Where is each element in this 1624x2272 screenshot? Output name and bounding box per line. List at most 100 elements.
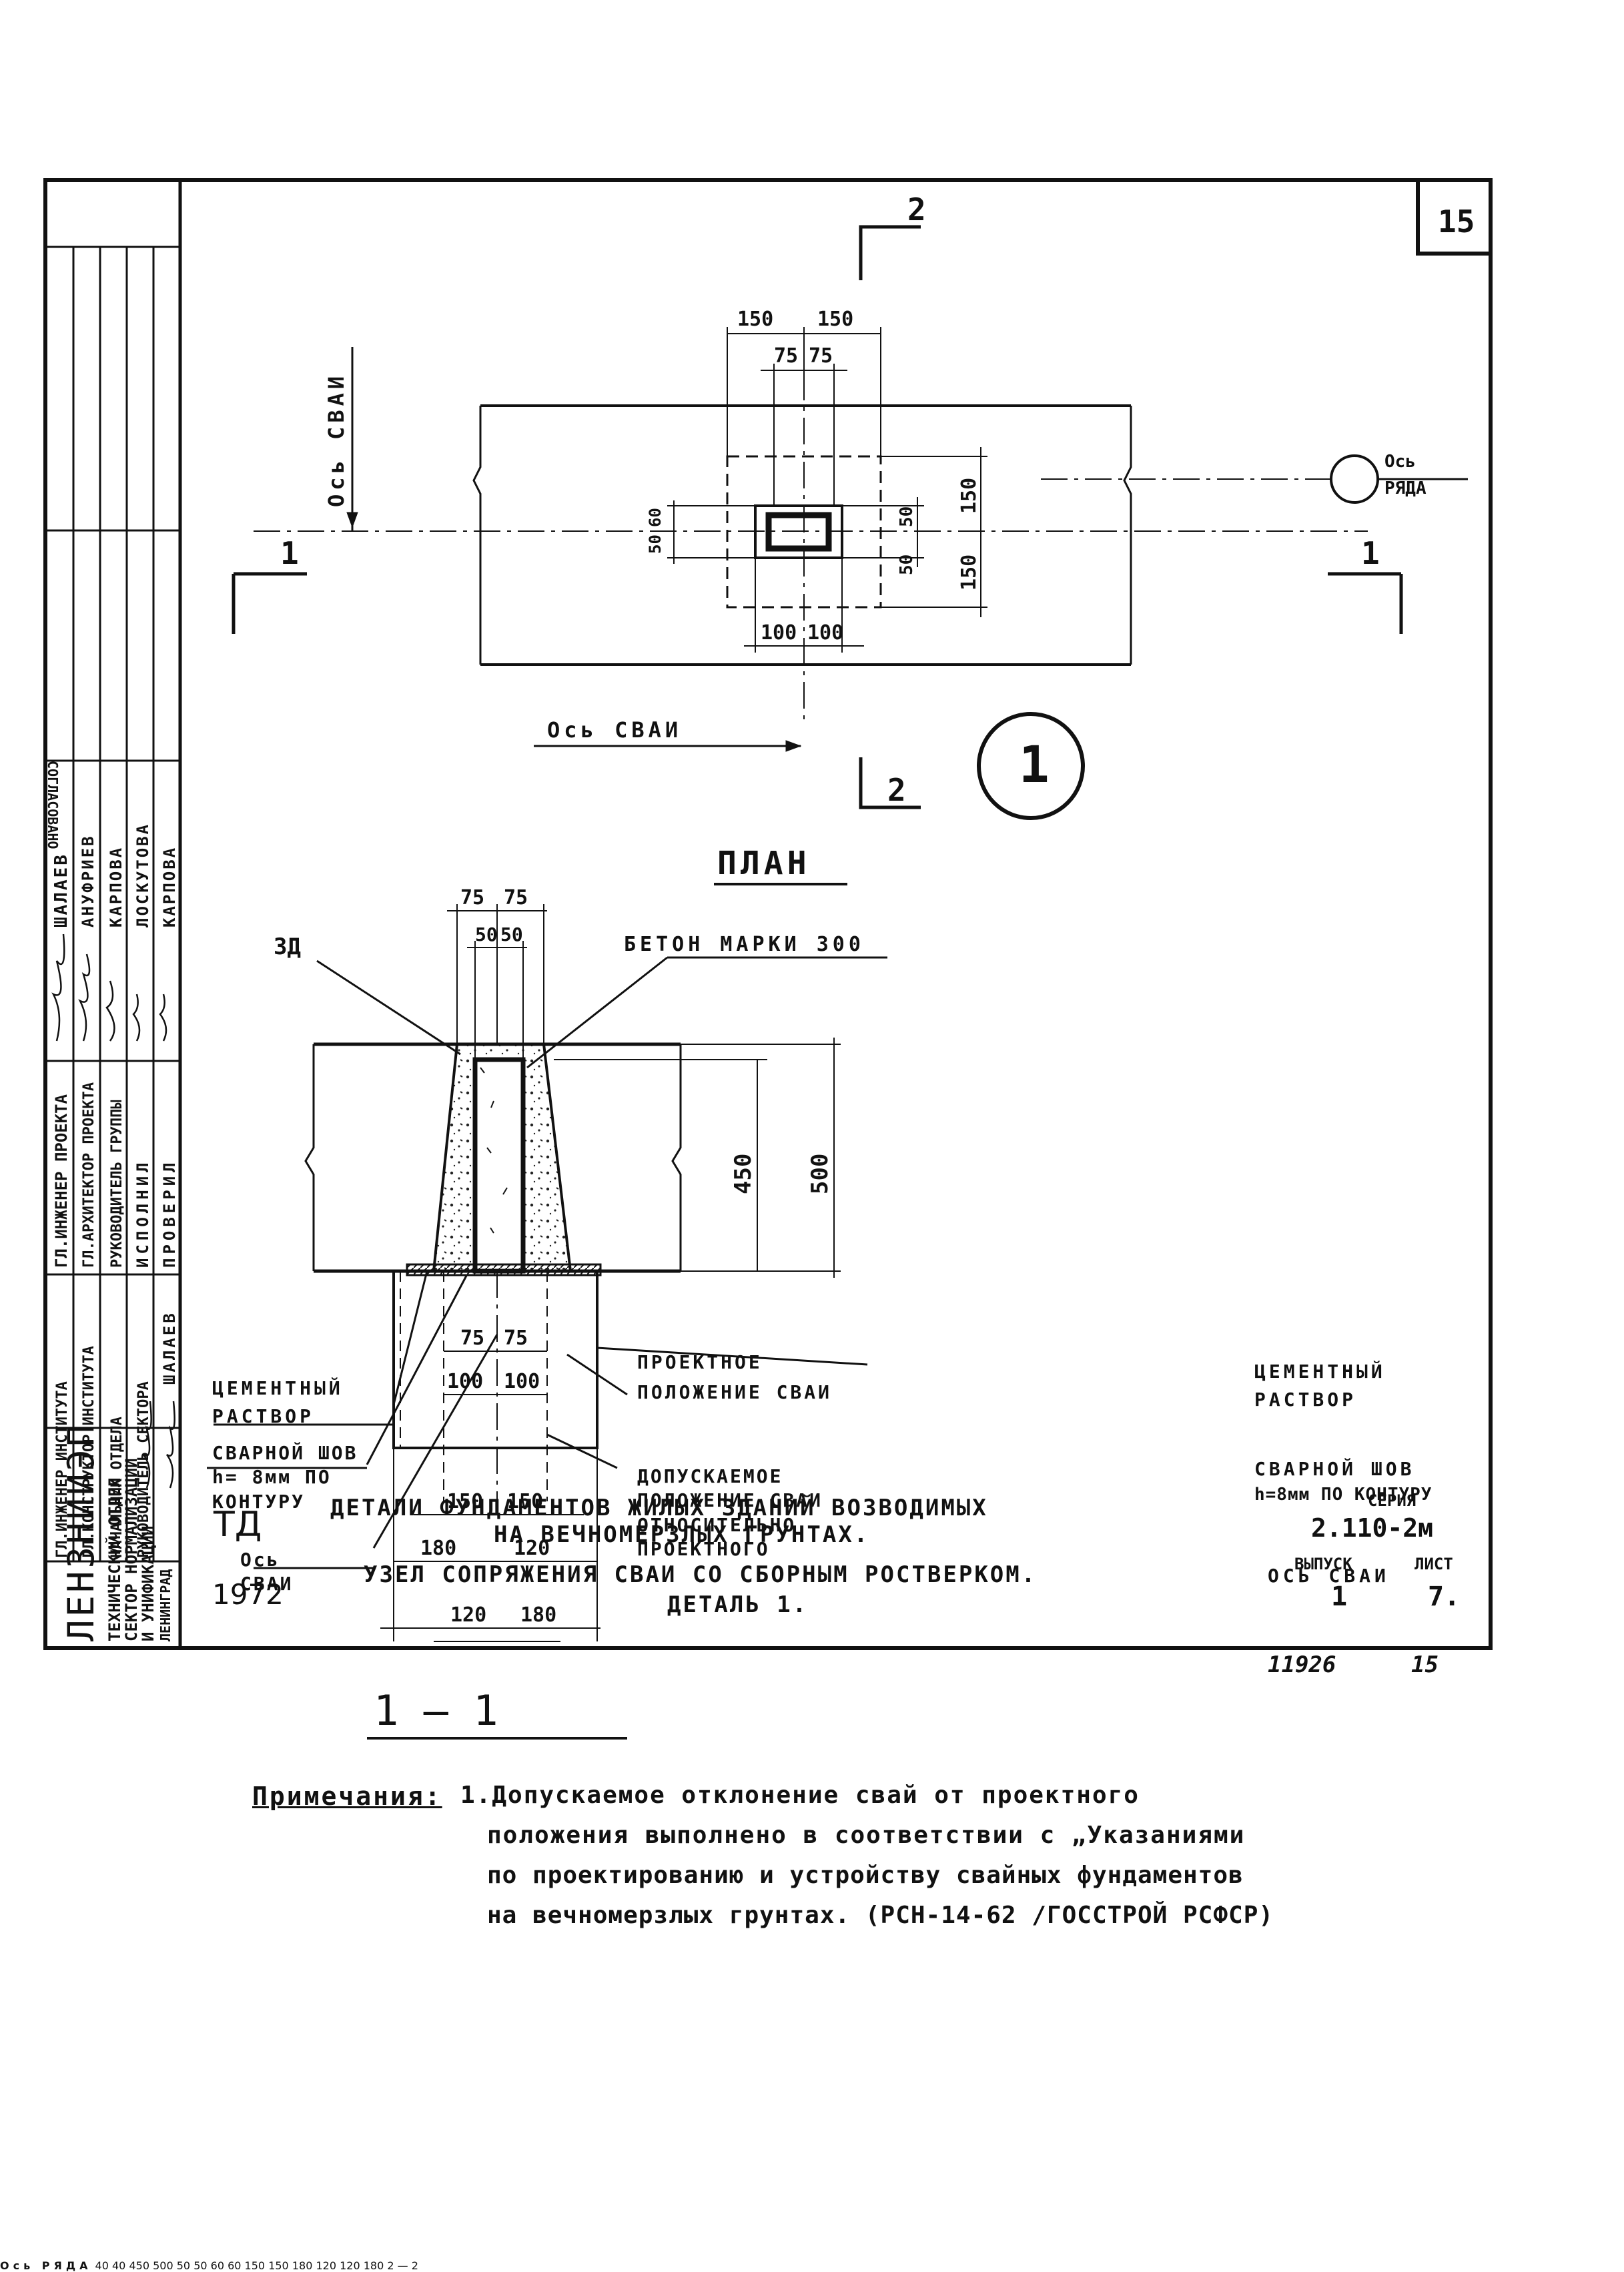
s1-dim-m100a: 100 — [447, 1370, 483, 1393]
tb-title-1: ДЕТАЛИ ФУНДАМЕНТОВ ЖИЛЫХ ЗДАНИЙ ВОЗВОДИМ… — [330, 1495, 988, 1521]
plan-dim-75b: 75 — [809, 344, 833, 368]
weld-label-2a: СВАРНОЙ ШОВ — [1254, 1458, 1415, 1480]
cement-label-1a: ЦЕМЕНТНЫЙ РАСТВОР — [212, 1377, 344, 1427]
section-2-2-texts: Ось РЯДА 40 40 450 500 50 50 60 60 150 1… — [0, 2259, 418, 2272]
s1-dim-b180b: 180 — [520, 1603, 556, 1627]
s1-dim-m100b: 100 — [504, 1370, 540, 1393]
axis-label-1: Ось СВАИ — [240, 1549, 294, 1595]
plan-title: ПЛАН — [717, 845, 811, 882]
sidebar-role-3: НАЧАЛЬНИК ОТДЕЛА — [109, 1417, 125, 1558]
plan-axis-pile-horizontal: Ось СВАИ — [547, 717, 682, 743]
sidebar-role2-2: ГЛ.АРХИТЕКТОР ПРОЕКТА — [81, 1082, 97, 1268]
sidebar-role2-3: РУКОВОДИТЕЛЬ ГРУППЫ — [109, 1100, 125, 1268]
tb-series-value: 2.110-2м — [1311, 1513, 1434, 1543]
s1-dim-h500: 500 — [807, 1154, 833, 1194]
s1-dim-b120b: 120 — [450, 1603, 486, 1627]
s2-dim-h450: 450 — [129, 2259, 149, 2272]
s1-dim-b180a: 180 — [420, 1537, 456, 1560]
s2-dim-m60b: 60 — [228, 2259, 242, 2272]
sidebar-texts: ЛЕНЗНИИЭП ТЕХНИЧЕСКИЙ ОТДЕЛ СЕКТОР НОРМА… — [45, 761, 179, 1641]
plan-dim-100b: 100 — [807, 621, 843, 645]
s2-dim-b180a: 180 — [292, 2259, 313, 2272]
plan-section-2-bottom: 2 — [887, 772, 906, 808]
design-position-label: ПРОЕКТНОЕ ПОЛОЖЕНИЕ СВАИ — [637, 1351, 833, 1403]
s2-dim-m50b: 50 — [193, 2259, 208, 2272]
s2-axis-row: Ось РЯДА — [0, 2259, 92, 2272]
s2-dim-b120b: 120 — [340, 2259, 360, 2272]
sidebar-role2-5: ПРОВЕРИЛ — [160, 1158, 179, 1268]
sidebar-role2-1: ГЛ.ИНЖЕНЕР ПРОЕКТА — [52, 1094, 71, 1268]
s2-dim-b120a: 120 — [316, 2259, 337, 2272]
tb-subtitle-2: ДЕТАЛЬ 1. — [667, 1591, 809, 1618]
allowed-position-label: ДОПУСКАЕМОЕ ПОЛОЖЕНИЕ СВАИ ОТНОСИТЕЛЬНО … — [637, 1465, 823, 1561]
notes-line-4: на вечномерзлых грунтах. (РСН-14-62 /ГОС… — [487, 1902, 1274, 1929]
tb-series-label: СЕРИЯ — [1368, 1491, 1416, 1510]
s1-dim-m75b: 75 — [504, 1327, 528, 1350]
section-1-1 — [207, 904, 887, 1740]
sidebar-role-2: ГЛ.КОНСТРУКТОР ИНСТИТУТА — [81, 1346, 97, 1558]
dept-line-1: ТЕХНИЧЕСКИЙ ОТДЕЛ — [105, 1477, 124, 1641]
notes-heading: Примечания: — [252, 1782, 442, 1811]
weld-label-1: СВАРНОЙ ШОВ h= 8мм ПО КОНТУРУ — [212, 1442, 358, 1513]
tb-org: ТД — [214, 1505, 262, 1545]
plan-section-1-left: 1 — [280, 535, 299, 571]
dept-line-4: ЛЕНИНГРАД — [157, 1569, 173, 1641]
plan-dim-150b: 150 — [817, 308, 853, 331]
s1-dim-top50b: 50 — [500, 923, 523, 945]
s2-dim-top40a: 40 — [95, 2259, 109, 2272]
notes-line-3: по проектированию и устройству свайных ф… — [487, 1862, 1244, 1889]
plan-dim-150v1: 150 — [957, 478, 981, 514]
plan-axis-row-2: РЯДА — [1384, 478, 1427, 498]
plan-dim-60: 60 — [646, 508, 665, 527]
dept-line-2: СЕКТОР НОРМАЛИЗАЦИИ — [122, 1458, 141, 1641]
plan-view — [232, 225, 1468, 820]
plan-dim-100a: 100 — [761, 621, 797, 645]
plan-texts: 150 150 75 75 100 100 150 150 50 50 50 6… — [280, 192, 1427, 885]
s1-dim-m75a: 75 — [460, 1327, 484, 1350]
sidebar-name2-4: ЛОСКУТОВА — [133, 823, 152, 927]
tb-title-2: НА ВЕЧНОМЕРЗЛЫХ ГРУНТАХ. — [494, 1521, 870, 1548]
s2-dim-top40b: 40 — [112, 2259, 126, 2272]
s1-dim-b120a: 120 — [514, 1537, 550, 1560]
s1-dim-b150b: 150 — [507, 1490, 543, 1513]
plan-axis-pile-vertical: Ось СВАИ — [324, 372, 349, 507]
plan-dim-50r2: 50 — [897, 554, 917, 575]
archive-number: 11926 — [1268, 1651, 1336, 1678]
plan-dim-50l: 50 — [646, 534, 665, 554]
tb-sheet-label: ЛИСТ — [1414, 1555, 1453, 1573]
sidebar-grid — [45, 246, 180, 1563]
plan-dim-150a: 150 — [737, 308, 773, 331]
sidebar-name2-1: ШАЛАЕВ — [51, 853, 71, 927]
sidebar-name2-5: КАРПОВА — [160, 846, 179, 927]
signatures — [51, 933, 175, 1489]
weld-label-2b: h=8мм ПО КОНТУРУ — [1254, 1485, 1433, 1505]
sheet-number: 15 — [1438, 204, 1475, 240]
section-1-1-texts: 75 75 50 50 450 500 75 75 100 100 150 15… — [274, 886, 861, 1735]
s1-dim-top50a: 50 — [475, 923, 498, 945]
s2-title: 2 — 2 — [387, 2259, 418, 2272]
sidebar-name2-2: АНУФРИЕВ — [79, 834, 97, 927]
s1-label-3d: 3Д — [274, 933, 301, 960]
sidebar-role-1: ГЛ.ИНЖЕНЕР ИНСТИТУТА — [54, 1381, 71, 1558]
tb-issue-label: ВЫПУСК — [1294, 1555, 1352, 1573]
s2-dim-h500: 500 — [153, 2259, 173, 2272]
dept-line-3: И УНИФИКАЦИИ — [139, 1526, 157, 1641]
axis-label-2: ОСЬ СВАИ — [1268, 1565, 1390, 1587]
plan-axis-row-1: Ось — [1384, 452, 1416, 472]
sheet-frame — [43, 178, 1493, 1650]
archive-page: 15 — [1411, 1651, 1439, 1678]
cement-label-2: ЦЕМЕНТНЫЙ РАСТВОР — [1254, 1361, 1386, 1411]
s2-dim-b150b: 150 — [268, 2259, 289, 2272]
plan-dim-150v2: 150 — [957, 554, 981, 591]
tb-issue-value: 1 — [1331, 1581, 1348, 1612]
institute-name: ЛЕНЗНИИЭП — [60, 1422, 102, 1641]
s2-dim-b150a: 150 — [244, 2259, 266, 2272]
sidebar-name-top: ШАЛАЕВ — [160, 1310, 179, 1385]
sidebar-role2-4: ИСПОЛНИЛ — [133, 1158, 152, 1268]
sidebar-name2-3: КАРПОВА — [107, 846, 125, 927]
plan-section-1-right: 1 — [1361, 535, 1380, 571]
s2-dim-b180b: 180 — [363, 2259, 384, 2272]
plan-dim-75a: 75 — [774, 344, 798, 368]
